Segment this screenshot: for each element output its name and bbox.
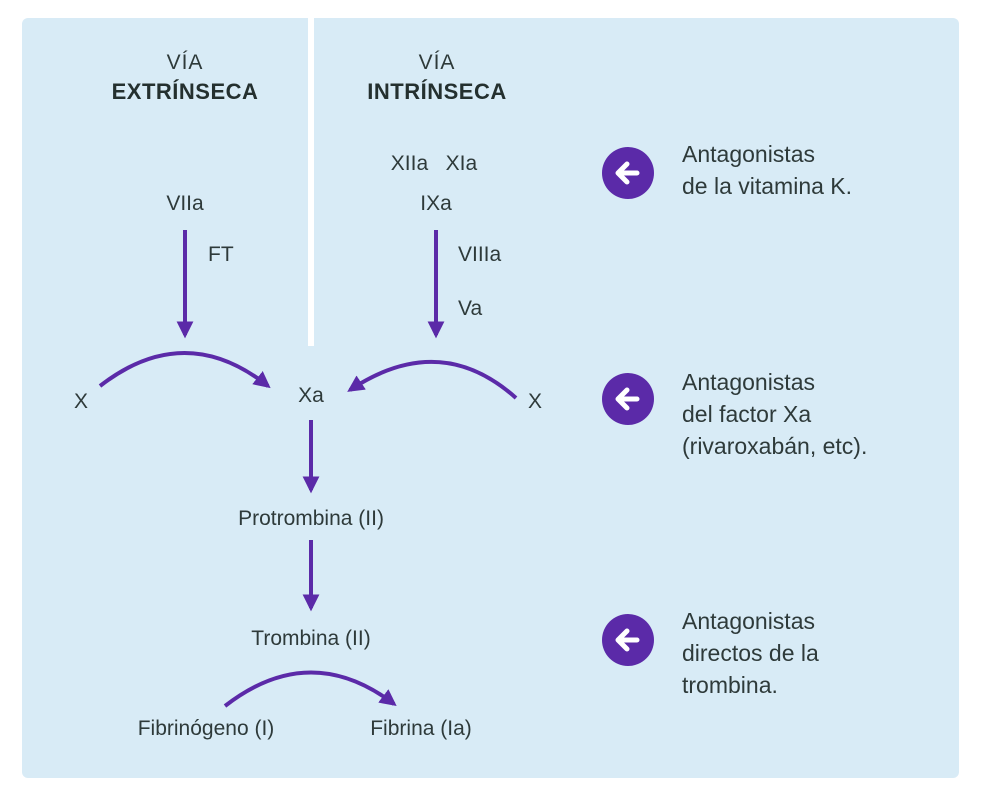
- antagonist-line: directos de la: [682, 640, 819, 666]
- antagonist-line: de la vitamina K.: [682, 173, 853, 199]
- factors-xiia-xia: XIIa XIa: [390, 152, 478, 175]
- tissue-factor-ft: FT: [208, 243, 234, 266]
- factor-viia: VIIa: [166, 192, 204, 215]
- antagonist-vitamin-k: Antagonistas de la vitamina K.: [682, 138, 852, 202]
- antagonist-line: Antagonistas: [682, 608, 815, 634]
- arrow-left-icon: [602, 614, 654, 666]
- extrinsic-header-line1: VÍA: [166, 51, 204, 74]
- antagonist-line: del factor Xa: [682, 401, 812, 427]
- thrombin-label: Trombina (II): [251, 627, 371, 650]
- arrow-left-icon: [602, 147, 654, 199]
- factor-xa: Xa: [298, 384, 324, 407]
- antagonist-line: (rivaroxabán, etc).: [682, 433, 868, 459]
- cofactor-va: Va: [458, 297, 483, 320]
- pathway-divider: [308, 18, 314, 346]
- arc-fibrinogen-to-fibrin: [223, 670, 397, 708]
- antagonist-line: Antagonistas: [682, 369, 815, 395]
- factor-x-intrinsic: X: [528, 390, 543, 413]
- diagram-panel: [22, 18, 959, 778]
- prothrombin-label: Protrombina (II): [238, 507, 384, 530]
- factor-x-extrinsic: X: [74, 390, 89, 413]
- antagonist-thrombin: Antagonistas directos de la trombina.: [682, 605, 819, 701]
- antagonist-factor-xa: Antagonistas del factor Xa (rivaroxabán,…: [682, 366, 867, 462]
- cofactor-viiia: VIIIa: [458, 243, 502, 266]
- antagonist-line: trombina.: [682, 672, 778, 698]
- arrow-left-icon: [602, 373, 654, 425]
- factor-ixa: IXa: [420, 192, 452, 215]
- fibrin-label: Fibrina (Ia): [370, 717, 472, 740]
- intrinsic-header-line1: VÍA: [418, 51, 456, 74]
- arc-extrinsic-x-to-xa: [98, 351, 271, 389]
- fibrinogen-label: Fibrinógeno (I): [137, 717, 275, 740]
- arc-intrinsic-x-to-xa: [347, 360, 518, 400]
- intrinsic-header-title: INTRÍNSECA: [367, 79, 507, 104]
- extrinsic-header-title: EXTRÍNSECA: [111, 79, 259, 104]
- antagonist-line: Antagonistas: [682, 141, 815, 167]
